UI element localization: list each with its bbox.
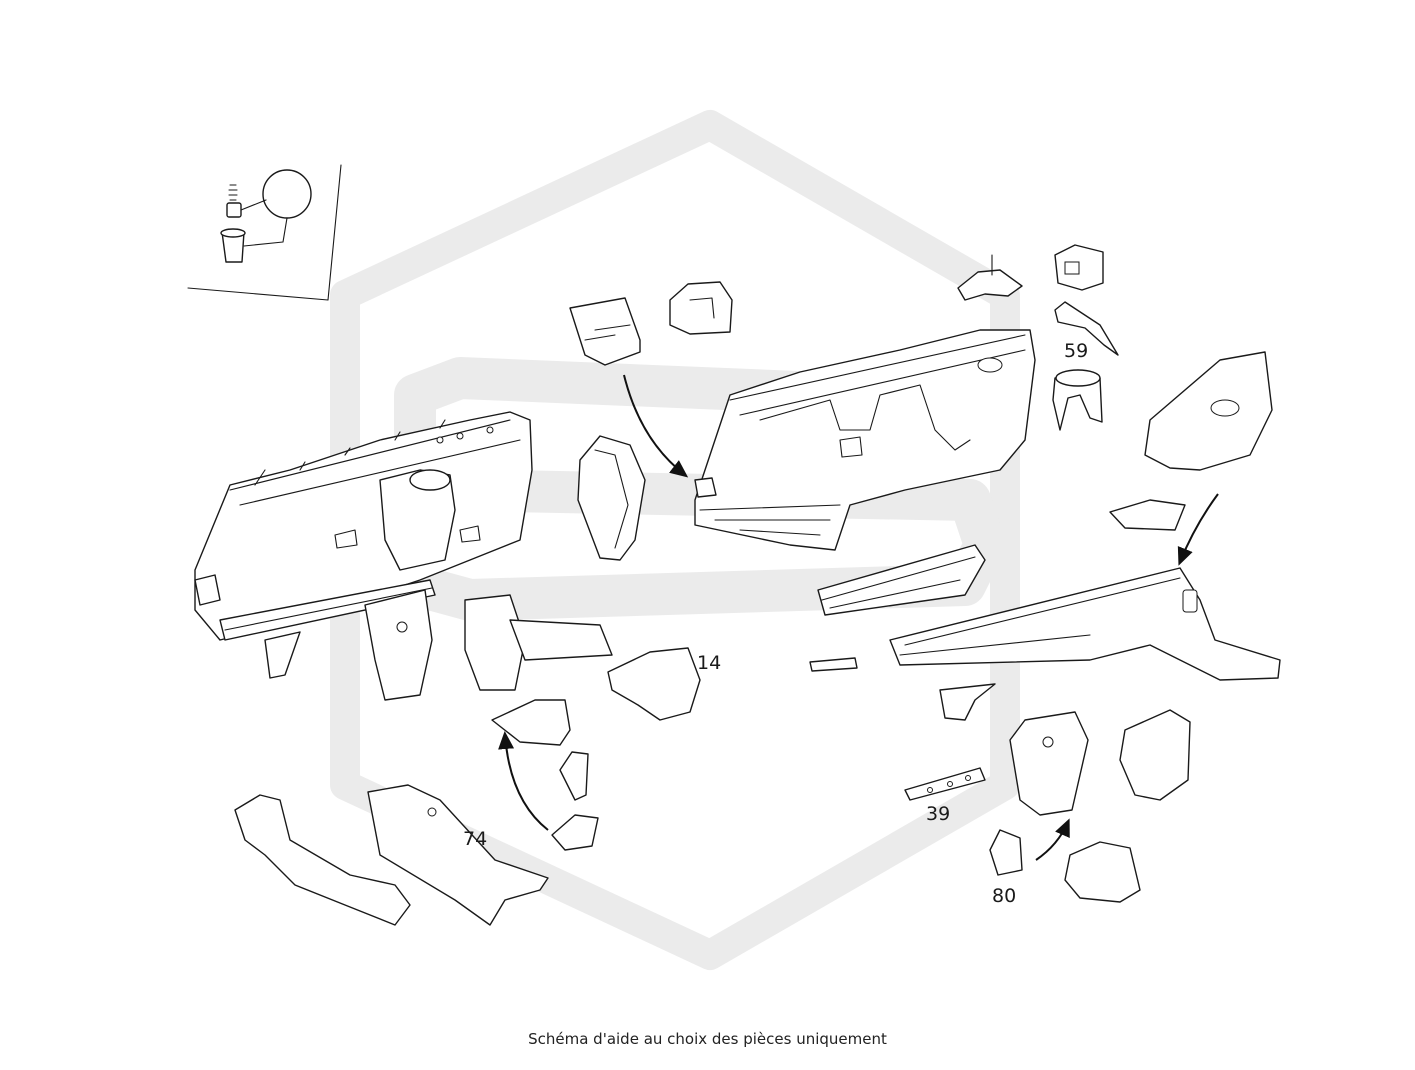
callout-arrows [498, 374, 1219, 861]
callout-39: 39 [926, 803, 950, 825]
callout-59: 59 [1064, 340, 1088, 362]
left-front-structure [194, 411, 613, 701]
upper-right-brackets [957, 244, 1273, 531]
detail-inset [187, 164, 342, 301]
callout-80: 80 [992, 885, 1016, 907]
right-front-structure [694, 329, 1036, 551]
callout-74: 74 [463, 828, 487, 850]
lower-middle-brackets [491, 647, 701, 851]
lower-right-brackets [904, 709, 1191, 903]
corner-brackets [569, 281, 733, 561]
right-side-rails [809, 544, 1281, 721]
lower-left-brackets [234, 784, 549, 926]
callout-14: 14 [697, 652, 721, 674]
caption: Schéma d'aide au choix des pièces unique… [528, 1030, 887, 1048]
